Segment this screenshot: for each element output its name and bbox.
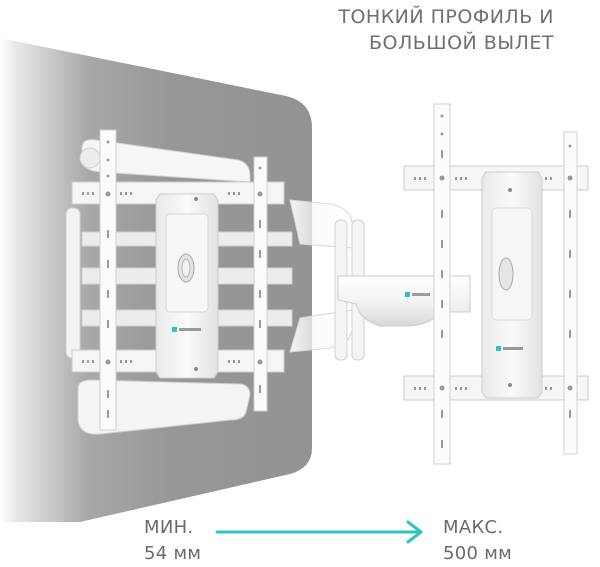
extended-mount [403, 103, 589, 465]
brand-logo-icon [496, 346, 501, 351]
headline-line-1: ТОНКИЙ ПРОФИЛЬ И [338, 6, 554, 28]
min-extension-caption: МИН. 54 мм [144, 515, 201, 567]
min-value: 54 мм [144, 543, 202, 564]
max-extension-caption: МАКС. 500 мм [443, 515, 512, 567]
headline-line-2: БОЛЬШОЙ ВЫЛЕТ [368, 32, 554, 54]
brand-logo-icon [172, 327, 177, 332]
max-label: МАКС. [443, 517, 504, 538]
min-label: МИН. [144, 517, 194, 538]
brand-logo-icon [405, 292, 410, 297]
folded-mount [65, 129, 293, 435]
max-value: 500 мм [443, 543, 513, 564]
extension-arrow-icon [215, 520, 423, 544]
headline: ТОНКИЙ ПРОФИЛЬ И БОЛЬШОЙ ВЫЛЕТ [338, 4, 554, 56]
